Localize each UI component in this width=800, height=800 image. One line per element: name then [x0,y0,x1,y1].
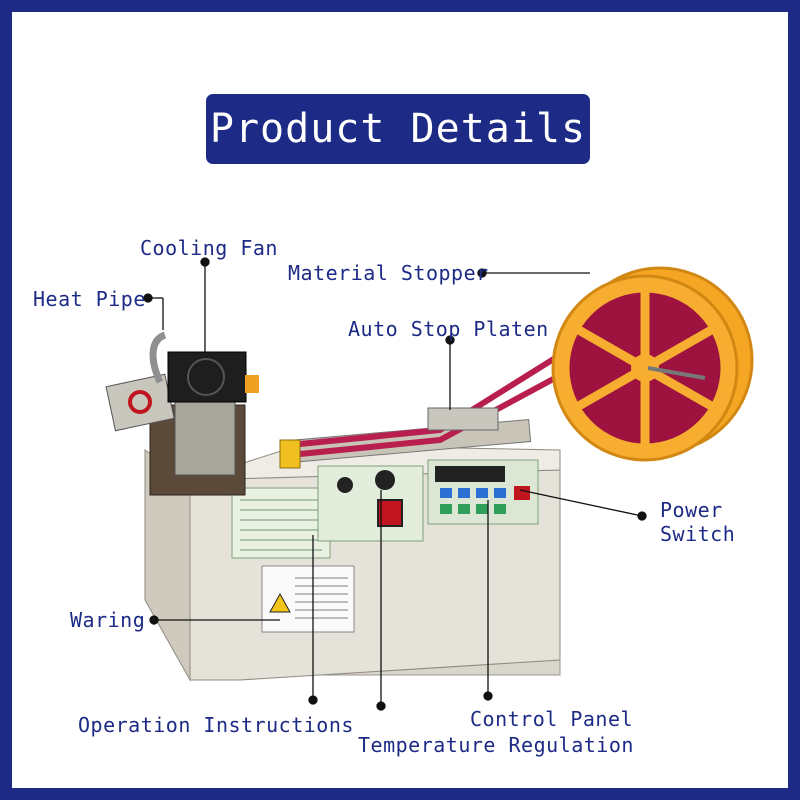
label-temperature-regulation: Temperature Regulation [358,733,634,757]
auto-stop-platen [427,407,499,431]
label-waring: Waring [70,608,146,632]
page-title: Product Details [206,94,590,164]
label-heat-pipe: Heat Pipe [33,287,146,311]
label-control-panel: Control Panel [470,707,634,731]
heat-pipe-tube [149,331,167,384]
label-power-switch-line2: Switch [660,522,736,546]
label-operation-instructions: Operation Instructions [78,713,354,737]
label-cooling-fan: Cooling Fan [140,236,278,260]
cooling-fan-box [167,351,247,403]
label-material-stopper: Material Stopper [288,261,489,285]
temperature-panel [317,465,424,542]
label-power-switch-line1: Power [660,498,723,522]
label-auto-stop-platen: Auto Stop Platen [348,317,549,341]
material-reel [551,266,754,462]
power-rocker [377,499,403,527]
temperature-knob [337,477,353,493]
